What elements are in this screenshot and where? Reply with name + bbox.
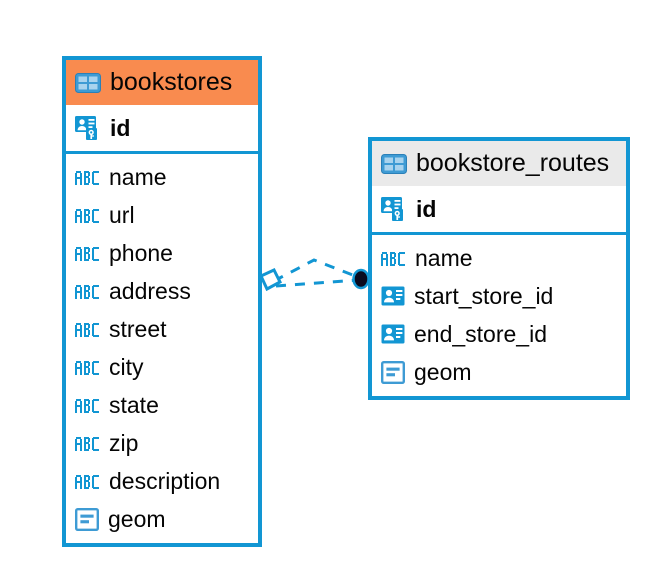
field-label: id bbox=[110, 114, 131, 141]
field-label: geom bbox=[414, 358, 472, 385]
field-label: name bbox=[109, 163, 167, 190]
field-label: id bbox=[416, 195, 437, 222]
relationship-connector[interactable] bbox=[258, 250, 378, 310]
field-row[interactable]: id bbox=[372, 186, 626, 235]
foreign-key-icon bbox=[381, 324, 405, 344]
field-row[interactable]: name bbox=[372, 235, 626, 277]
field-row[interactable]: phone bbox=[66, 234, 258, 272]
entity-bookstores-fields: id name bbox=[66, 105, 258, 543]
geometry-icon bbox=[75, 507, 99, 531]
abc-text-icon bbox=[381, 251, 405, 266]
abc-text-icon bbox=[75, 322, 99, 337]
field-label: name bbox=[415, 244, 473, 271]
field-label: city bbox=[109, 353, 144, 380]
field-row[interactable]: description bbox=[66, 462, 258, 500]
field-label: start_store_id bbox=[414, 282, 554, 309]
relationship-target-circle-marker bbox=[352, 268, 370, 290]
table-icon bbox=[381, 153, 407, 174]
foreign-key-icon bbox=[381, 286, 405, 306]
field-label: description bbox=[109, 467, 221, 494]
field-label: end_store_id bbox=[414, 320, 547, 347]
field-label: url bbox=[109, 201, 135, 228]
field-row[interactable]: geom bbox=[66, 500, 258, 543]
relationship-line-lower bbox=[275, 278, 359, 288]
abc-text-icon bbox=[75, 170, 99, 185]
entity-bookstores-title: bookstores bbox=[110, 68, 233, 96]
abc-text-icon bbox=[75, 474, 99, 489]
primary-key-icon bbox=[381, 197, 403, 221]
abc-text-icon bbox=[75, 360, 99, 375]
entity-bookstore-routes-fields: id name bbox=[372, 186, 626, 396]
field-row[interactable]: end_store_id bbox=[372, 315, 626, 353]
field-row[interactable]: start_store_id bbox=[372, 277, 626, 315]
entity-bookstores-header[interactable]: bookstores bbox=[66, 60, 258, 105]
field-row[interactable]: city bbox=[66, 348, 258, 386]
geometry-icon bbox=[381, 360, 405, 384]
field-label: zip bbox=[109, 429, 139, 456]
abc-text-icon bbox=[75, 398, 99, 413]
abc-text-icon bbox=[75, 284, 99, 299]
field-row[interactable]: state bbox=[66, 386, 258, 424]
field-label: address bbox=[109, 277, 191, 304]
relationship-line-upper bbox=[273, 258, 359, 283]
field-row[interactable]: name bbox=[66, 154, 258, 196]
field-row[interactable]: address bbox=[66, 272, 258, 310]
field-label: state bbox=[109, 391, 159, 418]
table-icon bbox=[75, 72, 101, 93]
field-label: geom bbox=[108, 505, 166, 532]
field-row[interactable]: geom bbox=[372, 353, 626, 396]
field-row[interactable]: url bbox=[66, 196, 258, 234]
primary-key-icon bbox=[75, 116, 97, 140]
field-label: street bbox=[109, 315, 167, 342]
field-row[interactable]: id bbox=[66, 105, 258, 154]
abc-text-icon bbox=[75, 208, 99, 223]
entity-bookstore-routes-title: bookstore_routes bbox=[416, 149, 610, 177]
field-row[interactable]: street bbox=[66, 310, 258, 348]
field-row[interactable]: zip bbox=[66, 424, 258, 462]
abc-text-icon bbox=[75, 246, 99, 261]
abc-text-icon bbox=[75, 436, 99, 451]
entity-bookstores[interactable]: bookstores id bbox=[62, 56, 262, 547]
field-label: phone bbox=[109, 239, 173, 266]
entity-bookstore-routes-header[interactable]: bookstore_routes bbox=[372, 141, 626, 186]
relationship-source-diamond-marker bbox=[259, 268, 282, 292]
entity-bookstore-routes[interactable]: bookstore_routes id bbox=[368, 137, 630, 400]
